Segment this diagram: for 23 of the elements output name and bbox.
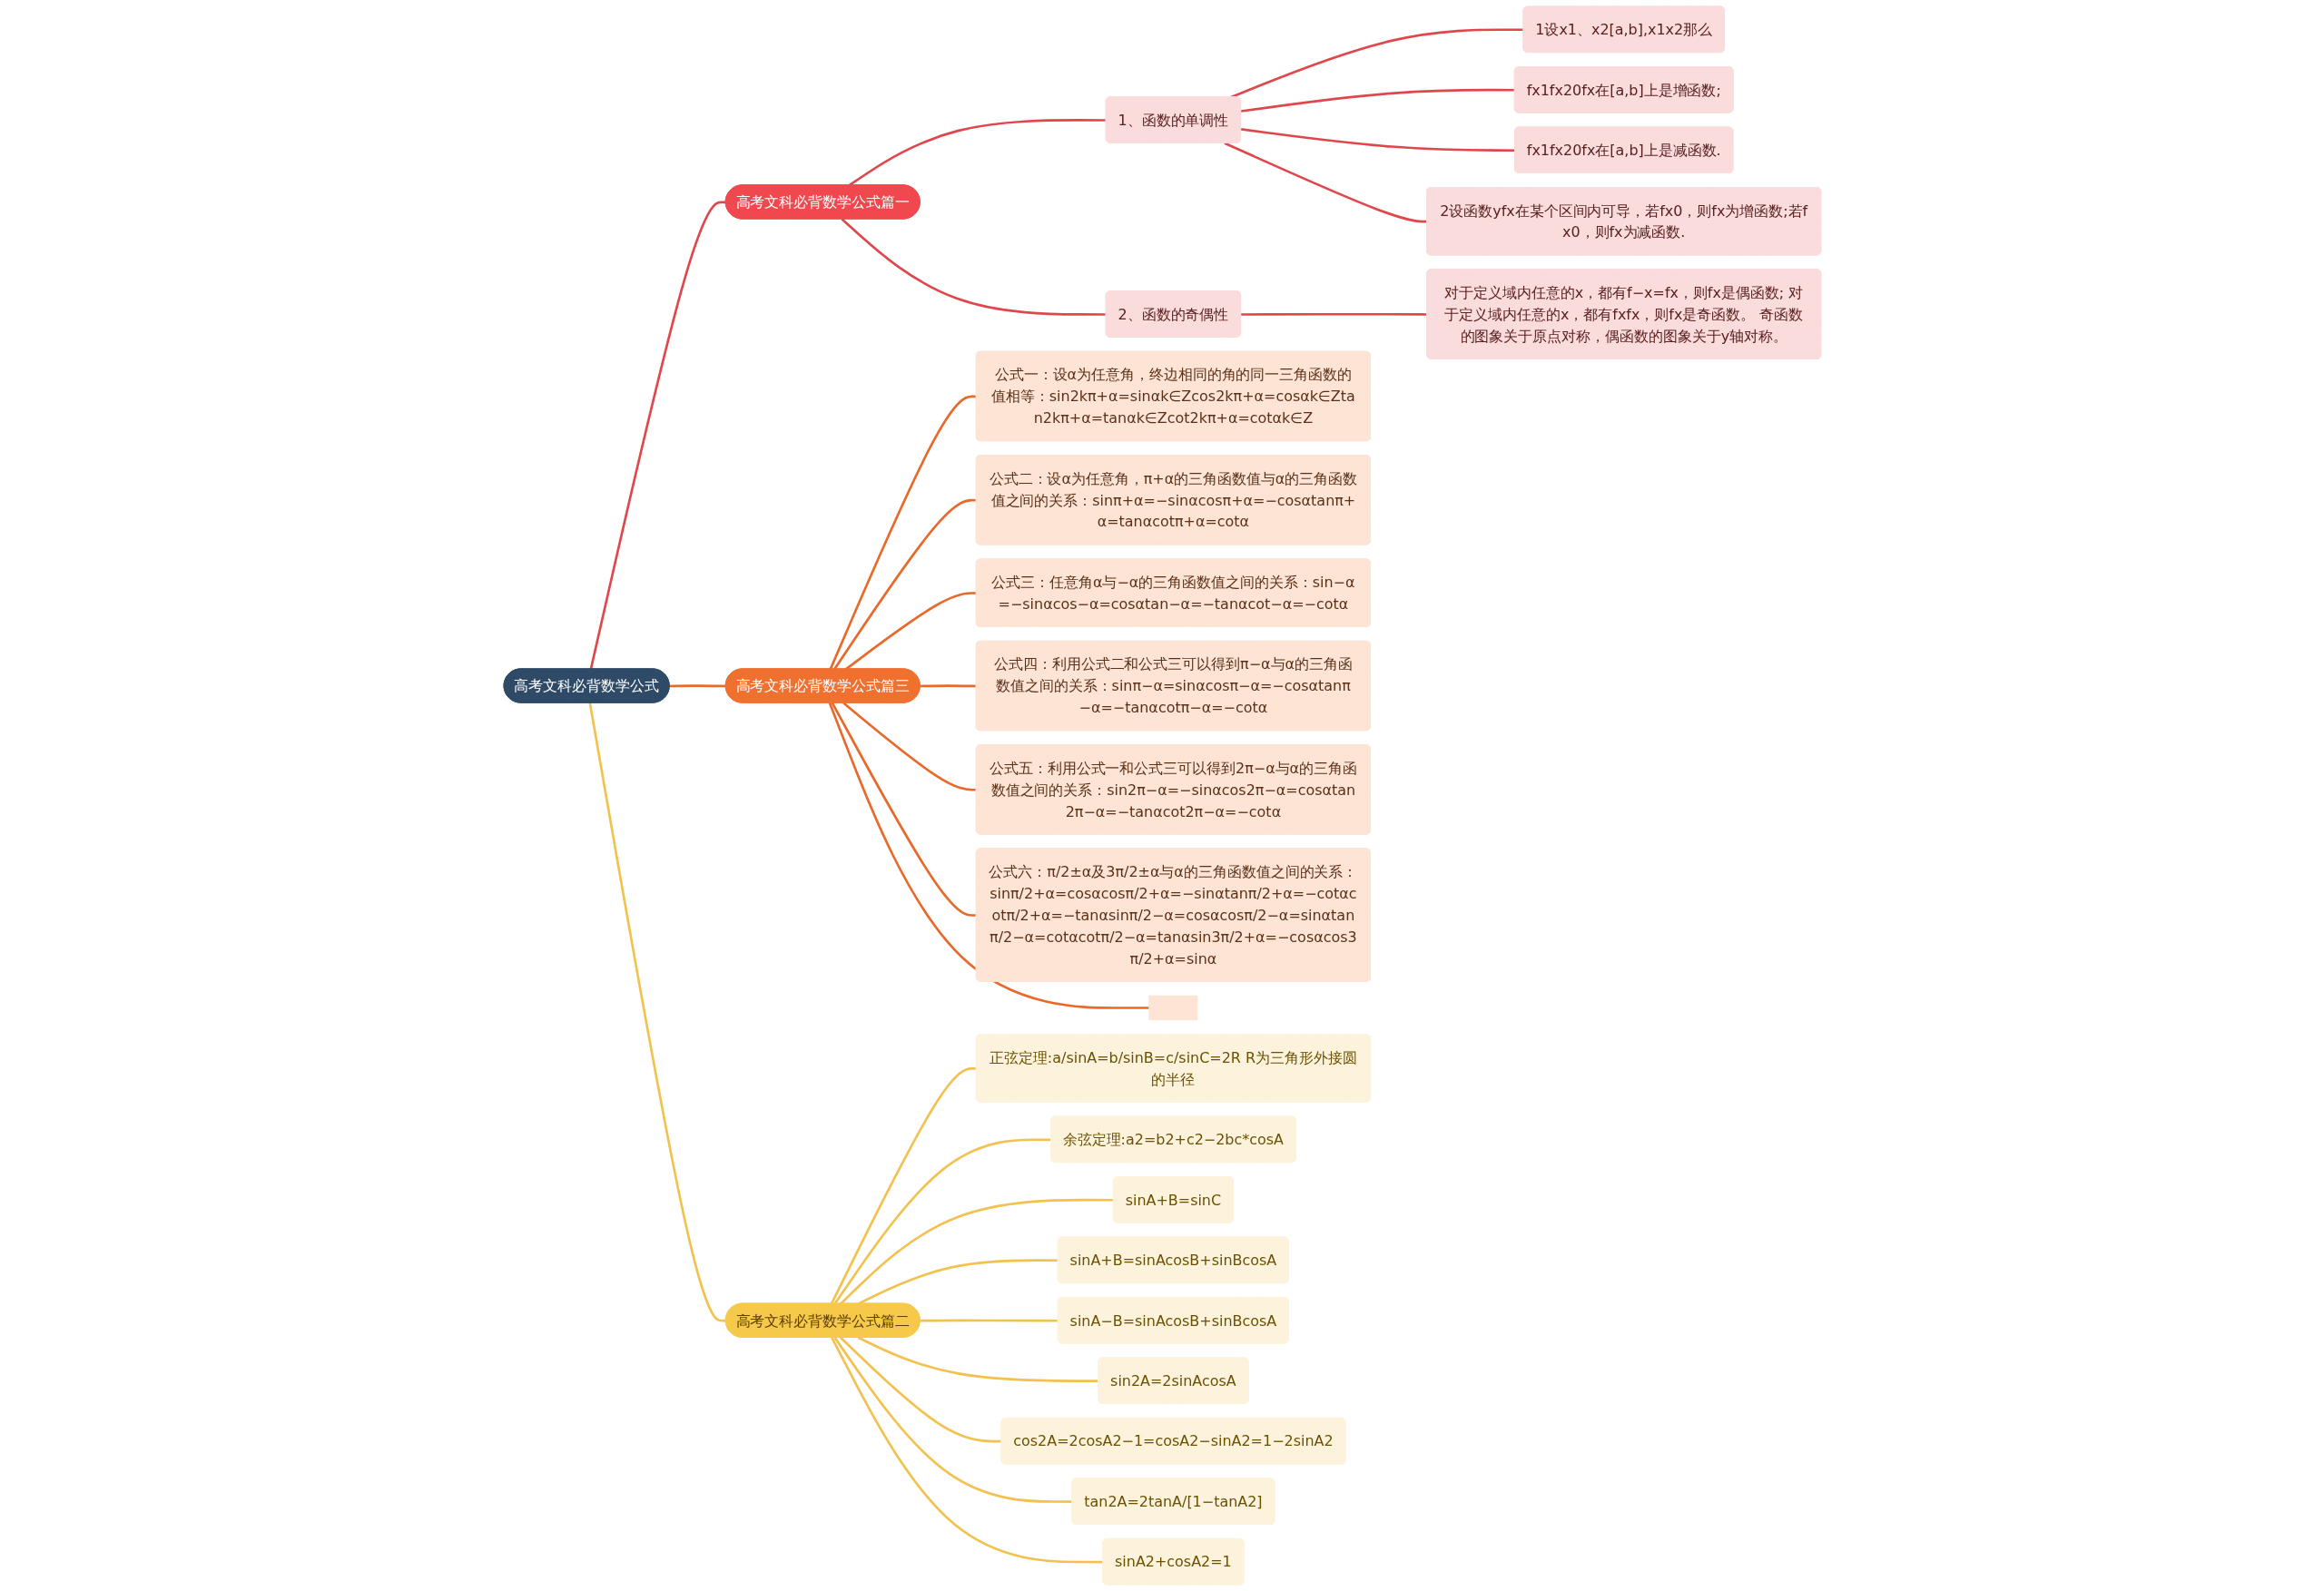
connector — [1240, 128, 1515, 152]
connector — [829, 395, 977, 670]
connector — [588, 702, 726, 1322]
connector — [920, 684, 977, 688]
node-box — [1147, 995, 1197, 1021]
connector — [830, 1337, 1103, 1564]
connector — [830, 1066, 977, 1305]
connector — [833, 1138, 1051, 1305]
connector — [1223, 142, 1427, 223]
connector — [1240, 88, 1515, 113]
connector — [842, 702, 977, 791]
connector — [857, 1336, 1098, 1382]
connector — [831, 702, 977, 917]
connector — [833, 1337, 1072, 1503]
connector — [669, 684, 726, 688]
connector — [920, 1319, 1059, 1322]
connector — [589, 201, 726, 670]
connector — [1240, 312, 1427, 316]
connector — [857, 1259, 1059, 1305]
connector — [839, 1336, 1001, 1443]
connector — [841, 218, 1107, 316]
connector — [828, 702, 1149, 1009]
connector — [839, 1198, 1114, 1305]
